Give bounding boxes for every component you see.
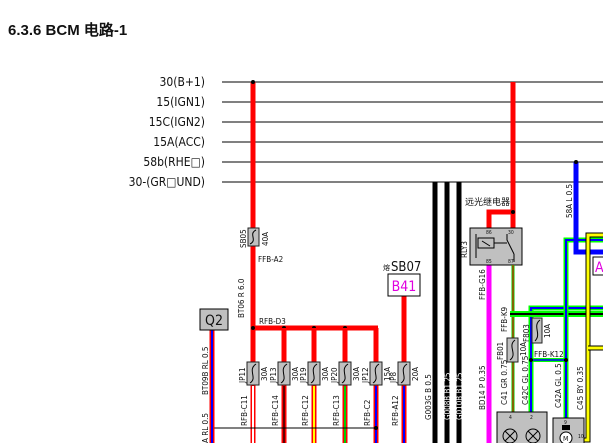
relay-pin: 30 bbox=[508, 230, 514, 236]
lamp-wires: A bbox=[510, 160, 603, 443]
wire-label: 58A L 0.5 bbox=[565, 184, 574, 218]
connector-label: FFB-K12 bbox=[534, 350, 564, 359]
wire-label: BT09B RL 0.5 bbox=[201, 347, 210, 395]
motor-pin: 10 bbox=[578, 434, 584, 440]
fuse-jp13: JP13 30A RFB-C14 bbox=[269, 361, 300, 426]
lamp-pin: 2 bbox=[530, 415, 533, 421]
fuse-sb05: SB05 40A FFB-A2 BT06 R 6.0 RFB-D3 bbox=[237, 227, 286, 326]
fuse-rating: 30A bbox=[321, 367, 330, 381]
fuse-name: JP13 bbox=[269, 367, 278, 384]
fuse-jp8: JP8 20A RFB-A12 bbox=[389, 361, 420, 426]
wire-label: C41 GR 0.75 bbox=[500, 360, 509, 405]
wire-label: C42C GL 0.75 bbox=[521, 356, 530, 405]
sb07-prefix: 熔 bbox=[383, 263, 390, 272]
box-a-label: A bbox=[595, 260, 603, 276]
wire-label: G008B B1.25 bbox=[443, 373, 452, 421]
wire-label: G003G B 0.5 bbox=[424, 374, 433, 420]
b41-label: B41 bbox=[392, 279, 417, 295]
connector-label: RFB-C2 bbox=[363, 400, 372, 426]
connector-label: RFB-C12 bbox=[301, 395, 310, 426]
page-title: 6.3.6 BCM 电路-1 bbox=[8, 22, 128, 39]
fuse-name: JP20 bbox=[330, 367, 339, 384]
connector-label: RFB-C13 bbox=[332, 395, 341, 426]
fuse-f803: F803 10A FFB-K12 bbox=[522, 317, 564, 359]
fuse-name: F803 bbox=[522, 324, 531, 342]
ground-wires: G003G B 0.5 G008B B1.25 G010B B1.25 bbox=[424, 182, 464, 443]
bus-label-15a: 15A(ACC) bbox=[153, 135, 205, 149]
connector-label: RFB-C14 bbox=[271, 395, 280, 426]
relay-pin: 86 bbox=[486, 230, 492, 236]
relay-name: RLY3 bbox=[460, 241, 469, 258]
high-beam-relay: 远光继电器 86 30 85 87 RLY3 FFB-G16 BD14 P 0.… bbox=[460, 82, 523, 443]
lamp-icon bbox=[502, 428, 541, 443]
headlamp-connector: 4 2 bbox=[496, 411, 548, 443]
relay-pin: 85 bbox=[486, 259, 492, 265]
wire-labels: C41 GR 0.75 C42C GL 0.75 C42A GL 0.5 C45… bbox=[500, 184, 585, 410]
fuse-rating: 15A bbox=[383, 367, 392, 381]
fuse-fb01: FB01 10A FFB-K9 bbox=[496, 306, 528, 363]
fuse-rating: 30A bbox=[291, 367, 300, 381]
wire-label: G010B B1.25 bbox=[455, 373, 464, 421]
sb07-connector: 熔 SB07 B41 bbox=[383, 260, 421, 297]
relay-title: 远光继电器 bbox=[465, 196, 510, 208]
connector-label: FFB-K9 bbox=[500, 306, 509, 332]
fuse-rating: 10A bbox=[519, 342, 528, 356]
connector-label: RFB-A12 bbox=[391, 395, 400, 426]
power-buses bbox=[222, 81, 603, 183]
relay-pin: 87 bbox=[508, 259, 514, 265]
wire-label: A RL 0.5 bbox=[201, 413, 210, 443]
fuse-jp12: JP12 15A RFB-C2 bbox=[361, 361, 392, 426]
fuse-rating: 30A bbox=[352, 367, 361, 381]
fuse-name: JP19 bbox=[299, 367, 308, 384]
fuse-name: SB05 bbox=[239, 229, 248, 248]
fuse-name: FB01 bbox=[496, 342, 505, 360]
bus-label-30: 30(B+1) bbox=[160, 75, 205, 89]
connector-label: FFB-G16 bbox=[478, 269, 487, 300]
q2-connector: Q2 BT09B RL 0.5 A RL 0.5 bbox=[199, 308, 229, 443]
wire-label: BD14 P 0.35 bbox=[478, 365, 487, 410]
fuse-jp20: JP20 30A RFB-C13 bbox=[330, 361, 361, 426]
fuse-name: JP8 bbox=[389, 372, 398, 384]
fuse-name: JP12 bbox=[361, 367, 370, 384]
bus-label-58b: 58b(RHE□) bbox=[143, 155, 205, 169]
bus-label-ground: 30-(GR□UND) bbox=[129, 175, 205, 189]
wire-label: BT06 R 6.0 bbox=[237, 278, 246, 318]
wire-label: C45 BY 0.35 bbox=[576, 366, 585, 410]
wire-label: C42A GL 0.5 bbox=[554, 363, 563, 408]
lamp-pin: 4 bbox=[509, 415, 512, 421]
fuse-jp11: JP11 30A RFB-C11 bbox=[238, 361, 269, 426]
bus-label-15: 15(IGN1) bbox=[156, 95, 205, 109]
q2-label: Q2 bbox=[205, 313, 223, 329]
fuse-rating: 40A bbox=[261, 232, 270, 246]
motor-connector: 9 10 M bbox=[552, 417, 585, 443]
fuse-name: JP11 bbox=[238, 367, 247, 384]
connector-label: FFB-A2 bbox=[258, 255, 283, 264]
motor-icon: M bbox=[559, 425, 573, 443]
fuse-jp19: JP19 30A RFB-C12 bbox=[299, 361, 330, 426]
sb07-label: SB07 bbox=[391, 260, 421, 275]
junction-label: RFB-D3 bbox=[259, 317, 286, 326]
bus-label-15c: 15C(IGN2) bbox=[149, 115, 205, 129]
svg-text:M: M bbox=[563, 435, 568, 443]
fuse-rating: 10A bbox=[543, 324, 552, 338]
connector-label: RFB-C11 bbox=[240, 395, 249, 426]
motor-pin: 9 bbox=[564, 420, 567, 426]
fuse-rating: 20A bbox=[411, 367, 420, 381]
fuse-rating: 30A bbox=[260, 367, 269, 381]
